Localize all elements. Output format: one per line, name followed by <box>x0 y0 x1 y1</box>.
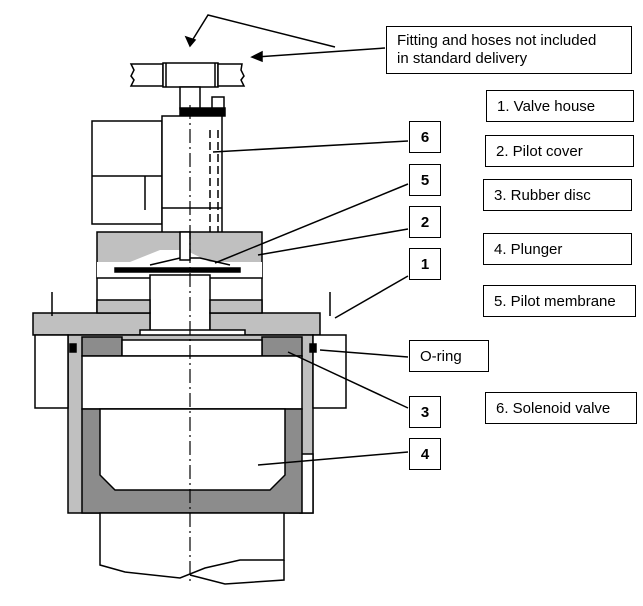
callout-o-ring: O-ring <box>409 340 489 372</box>
legend-item-valve-house: 1. Valve house <box>486 90 634 122</box>
note-leader-line <box>189 14 336 48</box>
legend-item-pilot-membrane: 5. Pilot membrane <box>483 285 636 317</box>
o-ring <box>309 343 317 353</box>
callout-6: 6 <box>409 121 441 153</box>
note-leader-line <box>255 47 386 58</box>
rubber-disc <box>261 336 303 357</box>
legend-item-plunger: 4. Plunger <box>483 233 632 265</box>
arrow-head <box>184 35 197 48</box>
note-line-1: Fitting and hoses not included <box>397 32 597 49</box>
legend-item-rubber-disc: 3. Rubber disc <box>483 179 632 211</box>
solenoid-body <box>161 115 223 234</box>
note-line-2: in standard delivery <box>397 50 528 67</box>
arrow-head <box>250 50 263 63</box>
fitting <box>162 62 219 88</box>
callout-2: 2 <box>409 206 441 238</box>
legend-item-solenoid-valve: 6. Solenoid valve <box>485 392 637 424</box>
legend-item-pilot-cover: 2. Pilot cover <box>485 135 634 167</box>
callout-3: 3 <box>409 396 441 428</box>
pipe <box>99 512 285 579</box>
rubber-disc <box>81 336 123 357</box>
solenoid-coil <box>91 120 163 225</box>
o-ring <box>69 343 77 353</box>
note-box: Fitting and hoses not included in standa… <box>386 26 632 74</box>
callout-1: 1 <box>409 248 441 280</box>
fitting <box>129 63 164 87</box>
callout-4: 4 <box>409 438 441 470</box>
callout-5: 5 <box>409 164 441 196</box>
